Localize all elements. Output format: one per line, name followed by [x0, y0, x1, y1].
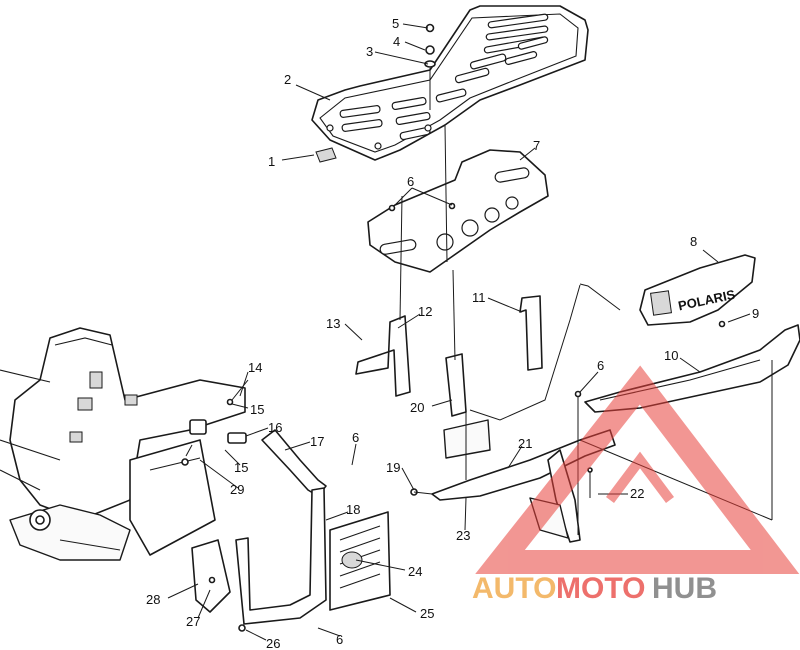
- callout-27: 27: [186, 614, 200, 629]
- watermark-hub: HUB: [652, 572, 717, 605]
- callout-7: 7: [533, 138, 540, 153]
- callout-11: 11: [472, 290, 486, 305]
- callout-18: 18: [346, 502, 360, 517]
- left-bracket: [355, 315, 411, 397]
- rack-fastener-stack: [424, 23, 436, 110]
- callout-29: 29: [230, 482, 244, 497]
- callout-16: 16: [268, 420, 282, 435]
- side-plate: [191, 539, 231, 613]
- callout-3: 3: [366, 44, 373, 59]
- right-bracket: [519, 295, 543, 371]
- callout-19: 19: [386, 460, 400, 475]
- watermark-logo: [475, 365, 800, 574]
- callout-5: 5: [392, 16, 399, 31]
- callout-13: 13: [326, 316, 340, 331]
- callout-8: 8: [690, 234, 697, 249]
- nut: [238, 624, 246, 632]
- grille: POLARIS: [639, 254, 756, 328]
- frame-fasteners: [181, 379, 249, 466]
- callout-23: 23: [456, 528, 470, 543]
- callout-25: 25: [420, 606, 434, 621]
- callout-4: 4: [393, 34, 400, 49]
- watermark-wordmark: AUTO MOTO HUB: [472, 572, 717, 605]
- callout-21: 21: [518, 436, 532, 451]
- mounting-plate: [367, 149, 549, 273]
- callout-6-bottom: 6: [336, 632, 343, 647]
- callout-6-bumper: 6: [597, 358, 604, 373]
- upper-hoop: [261, 429, 327, 497]
- vehicle-frame: [0, 327, 246, 561]
- callout-6-hoop: 6: [352, 430, 359, 445]
- callout-24: 24: [408, 564, 422, 579]
- callout-labels: 1 2 3 4 5 6 7 6 8 9 11 13 12 10 6 14 15 …: [146, 16, 759, 650]
- front-rack: [311, 5, 589, 161]
- callout-15-upper: 15: [250, 402, 264, 417]
- center-bracket: [443, 353, 491, 459]
- callout-14: 14: [248, 360, 262, 375]
- callout-28: 28: [146, 592, 160, 607]
- callout-9: 9: [752, 306, 759, 321]
- callout-10: 10: [664, 348, 678, 363]
- callout-26: 26: [266, 636, 280, 650]
- watermark-auto: AUTO: [472, 572, 556, 605]
- callout-1: 1: [268, 154, 275, 169]
- callout-6-plate: 6: [407, 174, 414, 189]
- reflector: [315, 147, 337, 163]
- callout-2: 2: [284, 72, 291, 87]
- callout-17: 17: [310, 434, 324, 449]
- callout-22: 22: [630, 486, 644, 501]
- watermark-moto: MOTO: [556, 572, 645, 605]
- callout-20: 20: [410, 400, 424, 415]
- callout-leaders: [167, 23, 751, 641]
- callout-12: 12: [418, 304, 432, 319]
- callout-15-lower: 15: [234, 460, 248, 475]
- tube-frame: [235, 487, 327, 625]
